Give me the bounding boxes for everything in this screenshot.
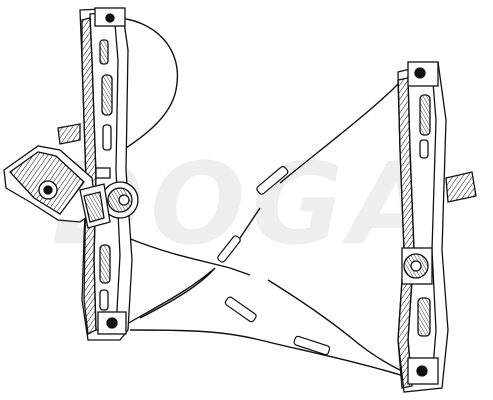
drive-cable bbox=[94, 17, 421, 379]
electric-motor-gearbox bbox=[3, 145, 139, 229]
cable-sleeve bbox=[217, 165, 331, 356]
right-guide-rail bbox=[397, 61, 477, 393]
left-guide-rail bbox=[57, 7, 133, 341]
